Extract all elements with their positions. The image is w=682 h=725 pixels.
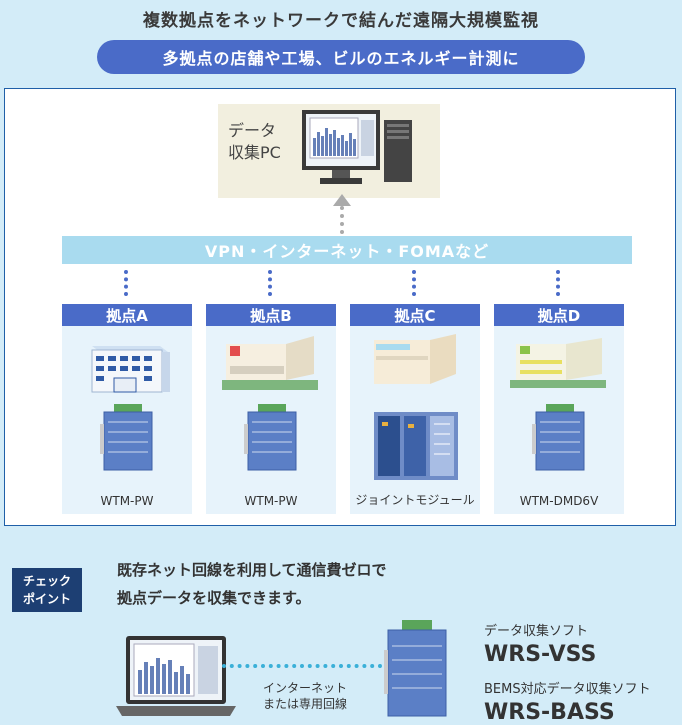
- site-a-header: 拠点A: [62, 304, 192, 326]
- factory-building-icon: [374, 334, 456, 384]
- site-d-header: 拠点D: [494, 304, 624, 326]
- upload-arrow-head: [333, 194, 351, 206]
- site-a-device: [100, 404, 153, 471]
- site-card-b: 拠点B WTM-PW: [206, 304, 336, 514]
- site-a-connector: [124, 270, 128, 296]
- site-b-connector: [268, 270, 272, 296]
- data-pc-label-line1: データ: [228, 121, 277, 140]
- site-d-device-label: WTM-DMD6V: [519, 494, 599, 508]
- data-pc-label: データ 収集PC: [228, 120, 281, 164]
- site-c-device-label: ジョイントモジュール: [355, 493, 475, 507]
- meter-device-icon: [384, 620, 447, 717]
- site-a-device-label: WTM-PW: [100, 494, 154, 508]
- desktop-pc-icon: [302, 110, 412, 184]
- subtitle-pill: 多拠点の店舗や工場、ビルのエネルギー計測に: [97, 40, 585, 74]
- network-link-line: [222, 664, 390, 668]
- data-pc-label-line2: 収集PC: [228, 143, 281, 162]
- office-building-icon: [91, 346, 170, 393]
- upload-arrow-dots: [340, 206, 350, 234]
- software2-label: BEMS対応データ収集ソフト: [484, 682, 651, 697]
- laptop-icon: [116, 636, 236, 716]
- site-d-connector: [556, 270, 560, 296]
- site-c-header: 拠点C: [350, 304, 480, 326]
- check-point-badge-line2: ポイント: [22, 592, 71, 606]
- site-d-device: [532, 404, 585, 471]
- site-b-device: [244, 404, 297, 471]
- network-link-label-line1: インターネット: [262, 681, 347, 695]
- shop-building-icon: [510, 338, 606, 388]
- joint-module-icon: [374, 412, 458, 480]
- software1-name: WRS-VSS: [484, 642, 597, 667]
- network-bar: VPN・インターネット・FOMAなど: [62, 236, 632, 264]
- software2-name: WRS-BASS: [484, 700, 615, 725]
- network-link-label-line2: または専用回線: [262, 697, 347, 711]
- site-card-a: 拠点A WTM-PW: [62, 304, 192, 514]
- check-point-text: 既存ネット回線を利用して通信費ゼロで 拠点データを収集できます。: [117, 556, 387, 612]
- network-link-label: インターネット または専用回線: [250, 680, 360, 712]
- check-point-text-line2: 拠点データを収集できます。: [117, 589, 311, 607]
- site-b-header: 拠点B: [206, 304, 336, 326]
- store-building-icon: [222, 336, 318, 390]
- site-card-d: 拠点D WTM-DMD6V: [494, 304, 624, 514]
- check-point-badge: チェック ポイント: [12, 568, 82, 612]
- check-point-text-line1: 既存ネット回線を利用して通信費ゼロで: [117, 561, 387, 579]
- site-c-connector: [412, 270, 416, 296]
- site-card-c: 拠点C ジョイントモジュール: [350, 304, 480, 514]
- site-b-device-label: WTM-PW: [244, 494, 298, 508]
- page-title: 複数拠点をネットワークで結んだ遠隔大規模監視: [143, 11, 539, 31]
- software1-label: データ収集ソフト: [484, 624, 589, 639]
- check-point-badge-line1: チェック: [22, 574, 71, 588]
